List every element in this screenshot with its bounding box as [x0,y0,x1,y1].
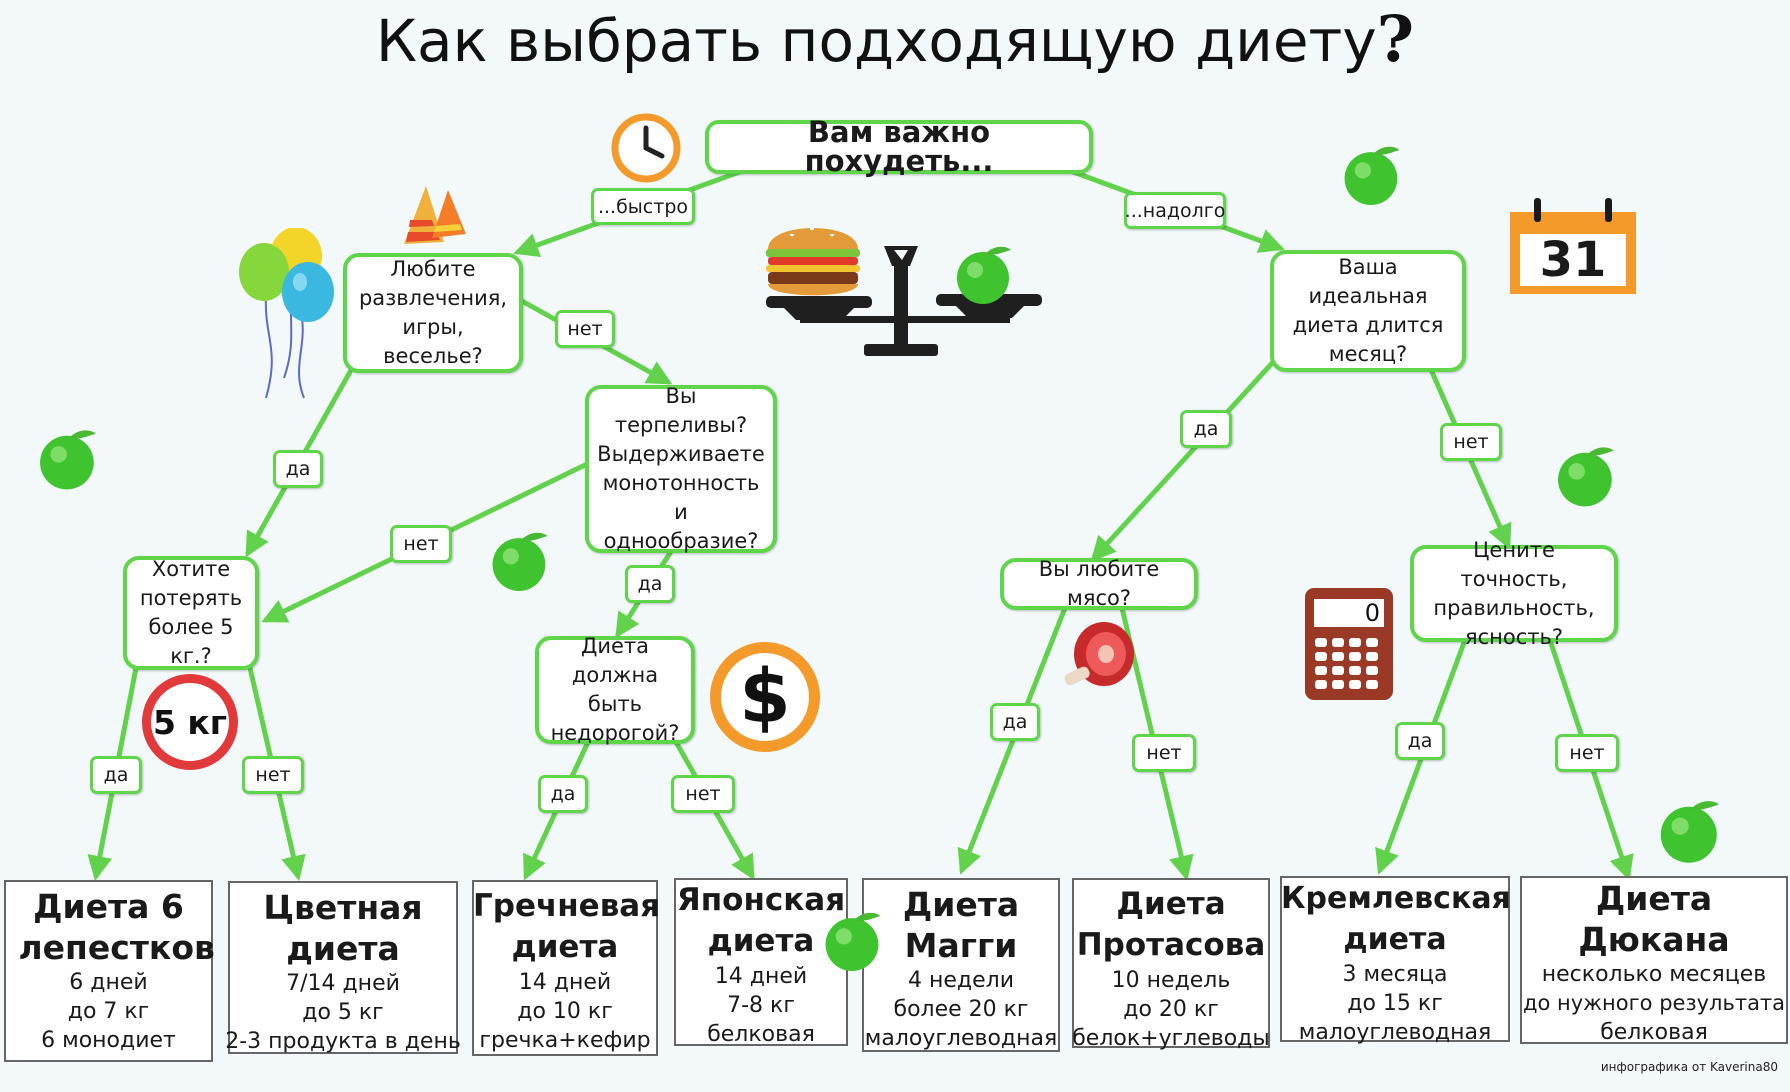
result-detail: до 15 кг [1347,991,1443,1016]
label-no: нет [1132,734,1196,772]
result-name: Японская диета [676,882,846,959]
result-detail: несколько месяцев [1541,962,1767,987]
apple-icon [1344,146,1400,205]
question-patient: Вы терпеливы? Выдерживаете монотонность … [585,384,777,553]
result-detail: 6 дней [69,970,148,995]
label-yes: да [625,565,675,603]
result-name: Диета 6 лепестков [18,887,215,967]
result-detail: 3 месяца [1342,962,1448,987]
apple-icon [492,532,548,591]
result-detail: до 20 кг [1123,997,1219,1022]
result-detail: 7/14 дней [286,971,400,996]
result-name: Кремлевская диета [1281,881,1511,957]
burger-icon [766,227,860,296]
calendar-icon: 31 [1508,196,1638,296]
result-detail: гречка+кефир [479,1028,651,1053]
result-diet: Диета Магги 4 недели более 20 кг малоугл… [862,878,1060,1052]
result-detail: малоуглеводная [864,1026,1058,1051]
apple-icon [1558,447,1614,507]
party-hat-icon [404,186,466,244]
clock-icon [611,113,681,183]
result-name: Диета Протасова [1076,886,1266,963]
label-yes: да [1395,722,1445,760]
result-detail: белковая [1600,1020,1708,1045]
apple-icon [40,430,96,490]
label-no: нет [1440,423,1502,461]
result-detail: 7-8 кг [727,993,795,1018]
result-detail: малоуглеводная [1298,1020,1492,1045]
label-long: ...надолго [1124,192,1226,229]
result-detail: 2-3 продукта в день [225,1029,461,1054]
apple-icon [1660,801,1719,863]
balloons-icon [239,228,334,399]
result-name: Диета Магги [902,885,1020,965]
question-meat: Вы любите мясо? [1000,557,1198,610]
result-detail: до 5 кг [302,1000,384,1025]
page-title: Как выбрать подходящую диету? [375,2,1415,77]
result-detail: белковая [707,1022,815,1047]
result-detail: до 7 кг [67,999,150,1024]
calculator-display: 0 [1314,599,1384,627]
result-detail: до нужного результата [1522,991,1786,1015]
label-yes: да [90,756,142,794]
label-fast: ...быстро [591,188,695,225]
apple-icon [957,246,1011,304]
result-name: Цветная диета [263,888,423,968]
label-no: нет [242,756,304,794]
result-diet: Гречневая диета 14 дней до 10 кг гречка+… [472,880,661,1056]
question-month: Ваша идеальная диета длится месяц? [1270,250,1466,372]
speed-sign-text: 5 кг [152,702,228,742]
result-detail: белок+углеводы [1072,1026,1270,1051]
result-detail: 14 дней [518,970,612,995]
question-precision: Цените точность, правильность, ясность? [1410,538,1618,649]
result-detail: 14 дней [714,964,808,989]
result-detail: более 20 кг [893,997,1029,1022]
question-lose5: Хотите потерять более 5 кг.? [123,556,259,670]
label-no: нет [1555,734,1619,772]
speed-sign-icon: 5 кг [142,674,238,770]
calculator-icon: 0 [1305,588,1393,700]
label-yes: да [538,775,588,813]
result-diet: Цветная диета 7/14 дней до 5 кг 2-3 прод… [225,881,461,1054]
result-detail: 4 недели [907,968,1014,993]
result-detail: 6 монодиет [41,1028,176,1053]
label-yes: да [273,450,323,488]
label-no: нет [555,310,615,348]
label-yes: да [990,703,1040,741]
result-diet: Японская диета 14 дней 7-8 кг белковая [674,878,848,1047]
result-diet: Диета 6 лепестков 6 дней до 7 кг 6 монод… [4,880,215,1062]
apple-icon [825,912,881,971]
calendar-day: 31 [1539,232,1607,288]
dollar-sign: $ [739,654,791,740]
arrow-month-meat [1090,357,1278,562]
result-detail: 10 недель [1111,968,1231,993]
result-diet: Диета Дюкана несколько месяцев до нужног… [1520,876,1788,1045]
question-fun: Любите развлечения, игры, веселье? [343,253,523,373]
credit-text: инфографика от Kaverina80 [1600,1060,1778,1074]
label-yes: да [1180,410,1232,448]
label-no: нет [671,775,735,813]
result-diet: Диета Протасова 10 недель до 20 кг белок… [1072,878,1270,1051]
question-cheap: Диета должна быть недорогой? [535,634,695,745]
ham-icon [1064,622,1134,686]
label-no: нет [390,525,452,563]
result-diet: Кремлевская диета 3 месяца до 15 кг мало… [1280,876,1511,1045]
result-name: Гречневая диета [473,888,661,965]
result-name: Диета Дюкана [1578,879,1730,959]
result-detail: до 10 кг [517,999,613,1024]
dollar-icon: $ [710,642,820,752]
question-root: Вам важно похудеть... [705,118,1093,176]
title-question-mark: ? [1376,2,1415,77]
